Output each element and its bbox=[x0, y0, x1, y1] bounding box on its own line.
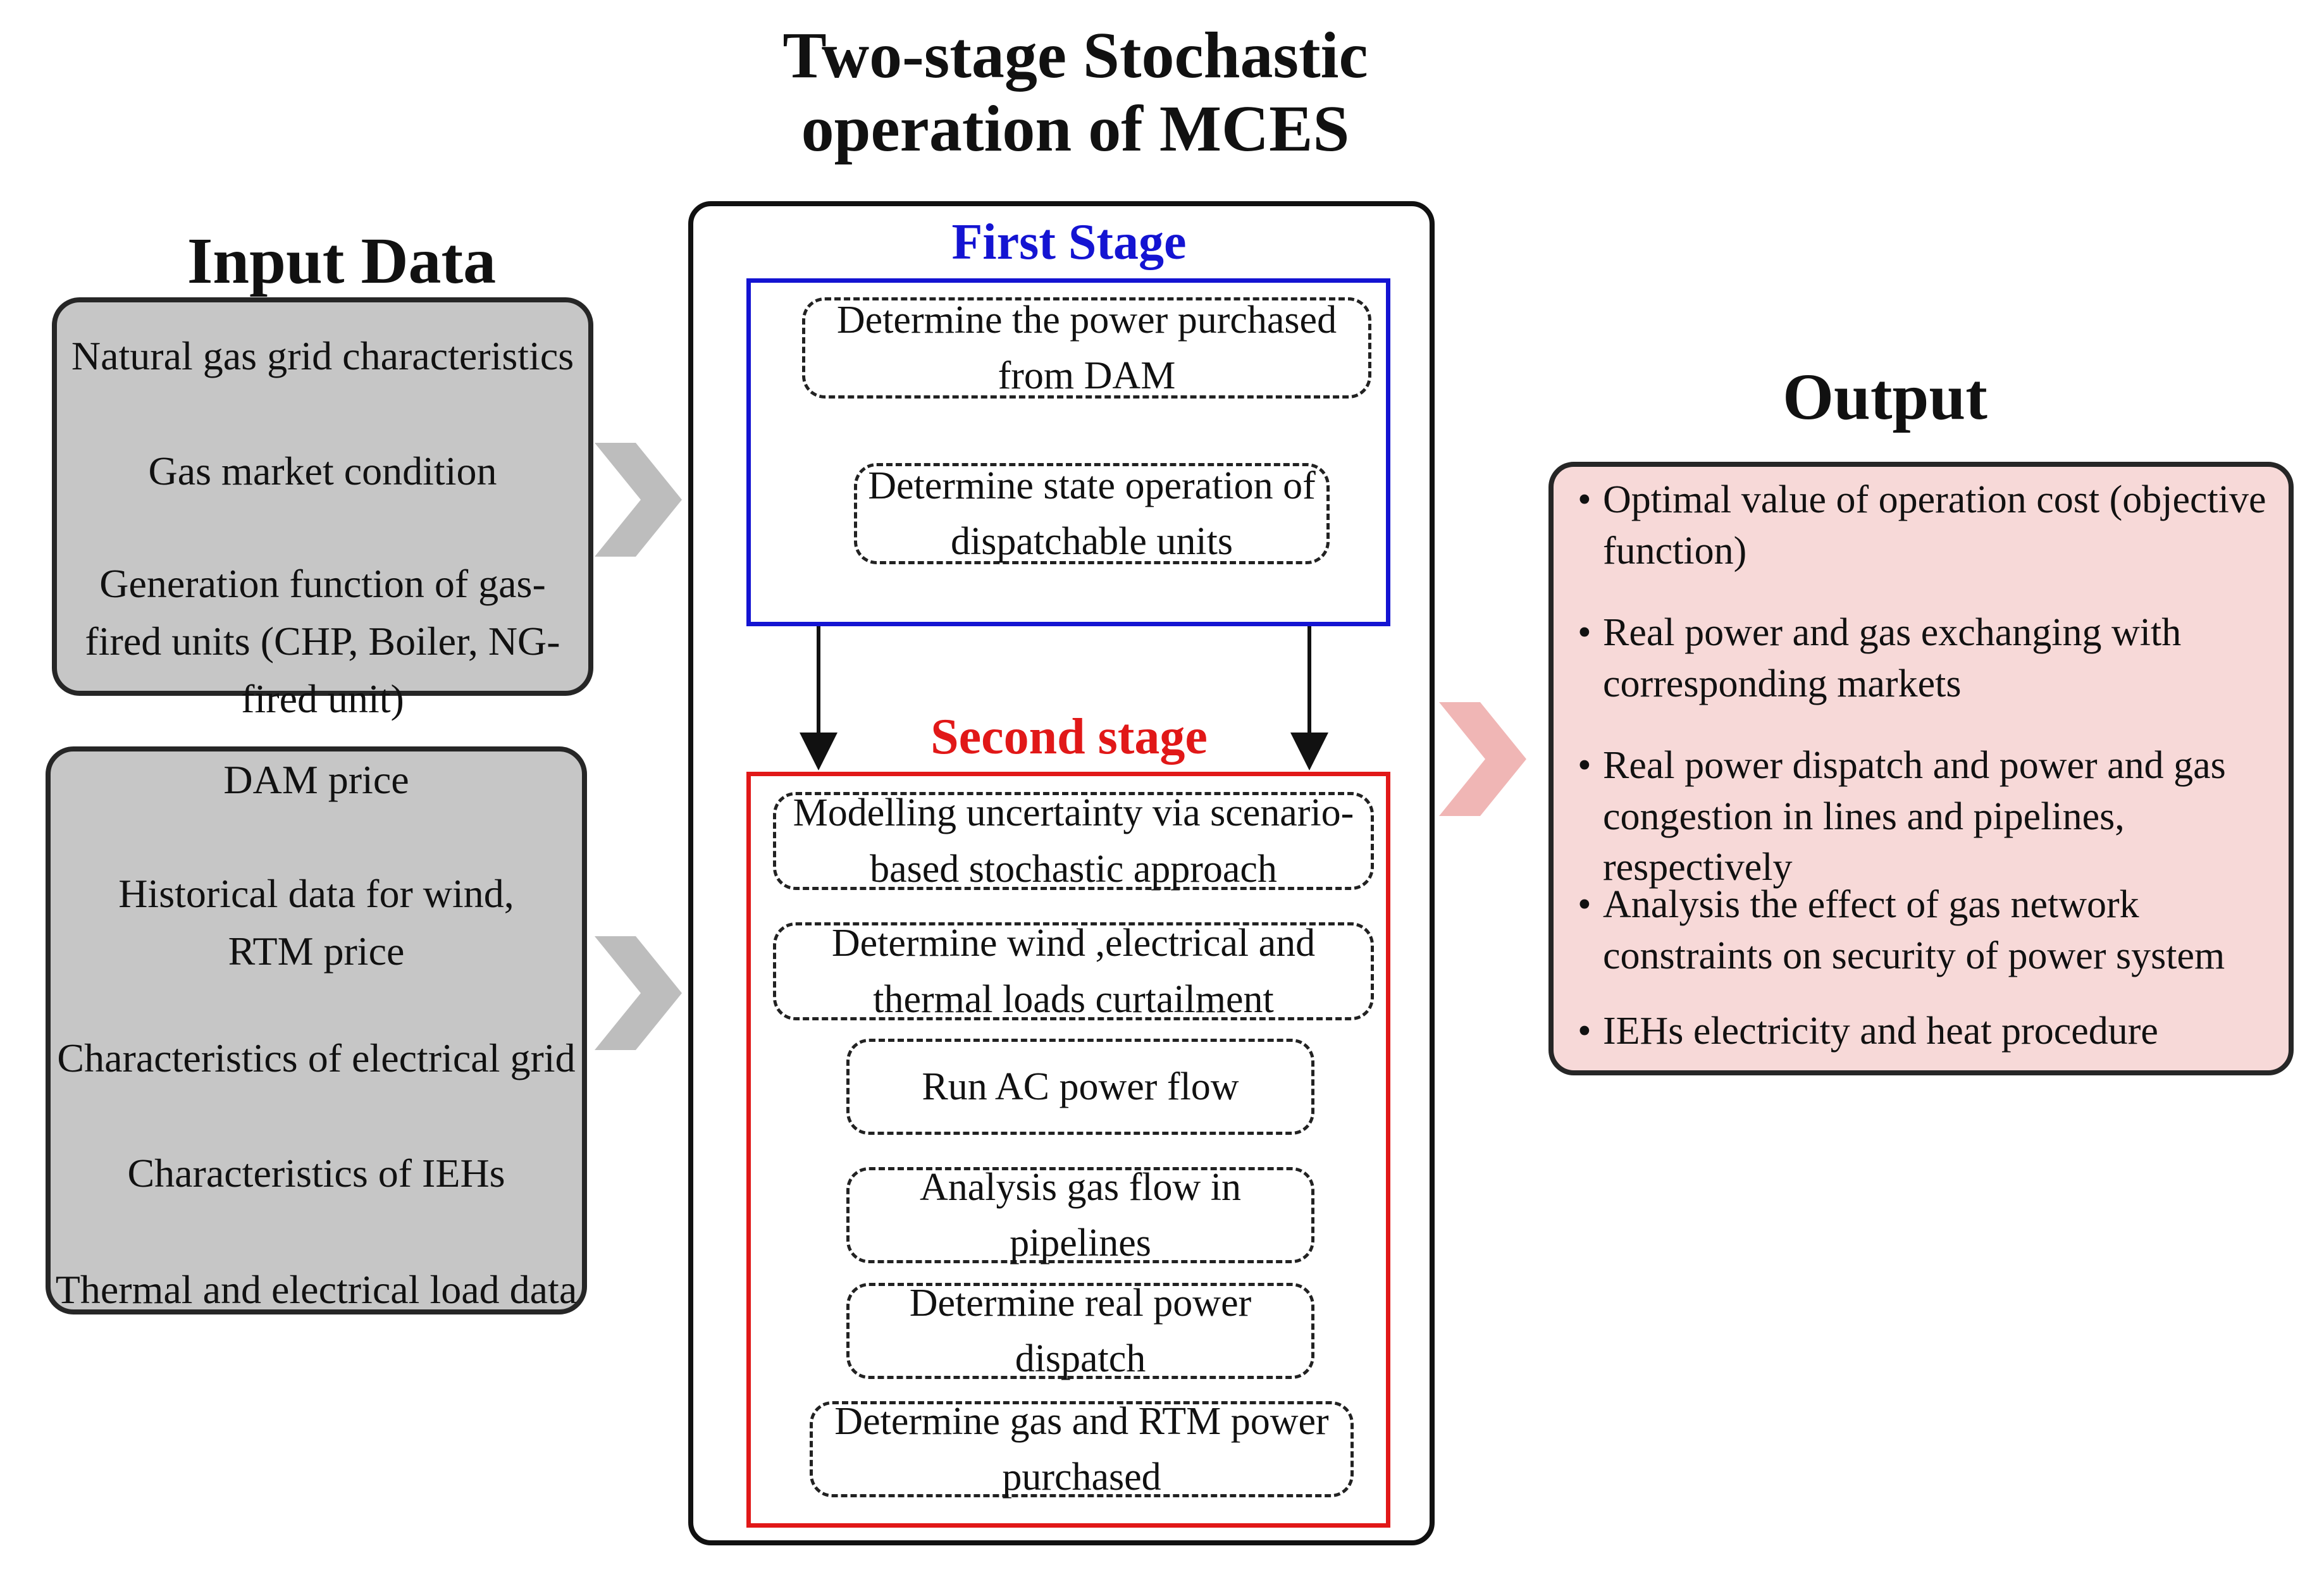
input-item: Gas market condition bbox=[148, 448, 497, 493]
second-stage-step: Run AC power flow bbox=[846, 1039, 1314, 1135]
output-item-text: Optimal value of operation cost (objecti… bbox=[1603, 478, 2266, 572]
first-stage-step: Determine state operation of dispatchabl… bbox=[854, 463, 1330, 564]
input-item: Natural gas grid characteristics bbox=[71, 333, 574, 378]
output-item: • Analysis the effect of gas network con… bbox=[1578, 879, 2286, 981]
second-stage-step: Modelling uncertainty via scenario-based… bbox=[773, 791, 1374, 891]
second-stage-title: Second stage bbox=[930, 709, 1208, 765]
bullet-icon: • bbox=[1578, 611, 1592, 654]
input-data-heading: Input Data bbox=[187, 225, 497, 297]
output-item-text: Real power and gas exchanging with corre… bbox=[1603, 611, 2182, 705]
first-stage-step: Determine the power purchased from DAM bbox=[802, 297, 1371, 399]
output-item-text: Real power dispatch and power and gas co… bbox=[1603, 744, 2226, 889]
first-stage-title: First Stage bbox=[951, 214, 1187, 270]
output-item-text: IEHs electricity and heat procedure bbox=[1603, 1010, 2158, 1053]
bullet-icon: • bbox=[1578, 744, 1592, 787]
output-heading: Output bbox=[1783, 361, 1987, 433]
second-stage-step: Determine real power dispatch bbox=[846, 1282, 1314, 1380]
first-stage-box bbox=[746, 278, 1390, 626]
input-item: Generation function of gas-fired units (… bbox=[85, 561, 560, 721]
bullet-icon: • bbox=[1578, 883, 1592, 926]
chevron-right-icon bbox=[595, 443, 682, 557]
two-stage-container bbox=[688, 201, 1435, 1545]
second-stage-step: Analysis gas flow in pipelines bbox=[846, 1166, 1314, 1265]
output-item: • Optimal value of operation cost (objec… bbox=[1578, 474, 2286, 576]
input-group-electric: DAM price Historical data for wind, RTM … bbox=[46, 746, 587, 1314]
bullet-icon: • bbox=[1578, 478, 1592, 521]
chevron-right-icon bbox=[1439, 702, 1526, 816]
input-item: Characteristics of IEHs bbox=[127, 1151, 505, 1196]
chevron-right-icon bbox=[595, 936, 682, 1050]
input-item: Historical data for wind, RTM price bbox=[118, 871, 514, 974]
output-panel: • Optimal value of operation cost (objec… bbox=[1548, 462, 2294, 1075]
output-item: • Real power dispatch and power and gas … bbox=[1578, 740, 2286, 893]
output-item-text: Analysis the effect of gas network const… bbox=[1603, 883, 2225, 977]
input-group-gas: Natural gas grid characteristics Gas mar… bbox=[52, 297, 593, 721]
second-stage-step: Determine wind ,electrical and thermal l… bbox=[773, 922, 1374, 1021]
output-item: • Real power and gas exchanging with cor… bbox=[1578, 607, 2286, 709]
second-stage-box bbox=[746, 772, 1390, 1528]
input-item: Characteristics of electrical grid bbox=[57, 1036, 576, 1080]
output-item: • IEHs electricity and heat procedure bbox=[1578, 1006, 2286, 1057]
input-item: DAM price bbox=[223, 757, 409, 802]
input-item: Thermal and electrical load data bbox=[55, 1267, 578, 1312]
second-stage-step: Determine gas and RTM power purchased bbox=[810, 1400, 1354, 1499]
bullet-icon: • bbox=[1578, 1010, 1592, 1053]
diagram-title: Two-stage Stochastic operation of MCES bbox=[782, 19, 1368, 166]
